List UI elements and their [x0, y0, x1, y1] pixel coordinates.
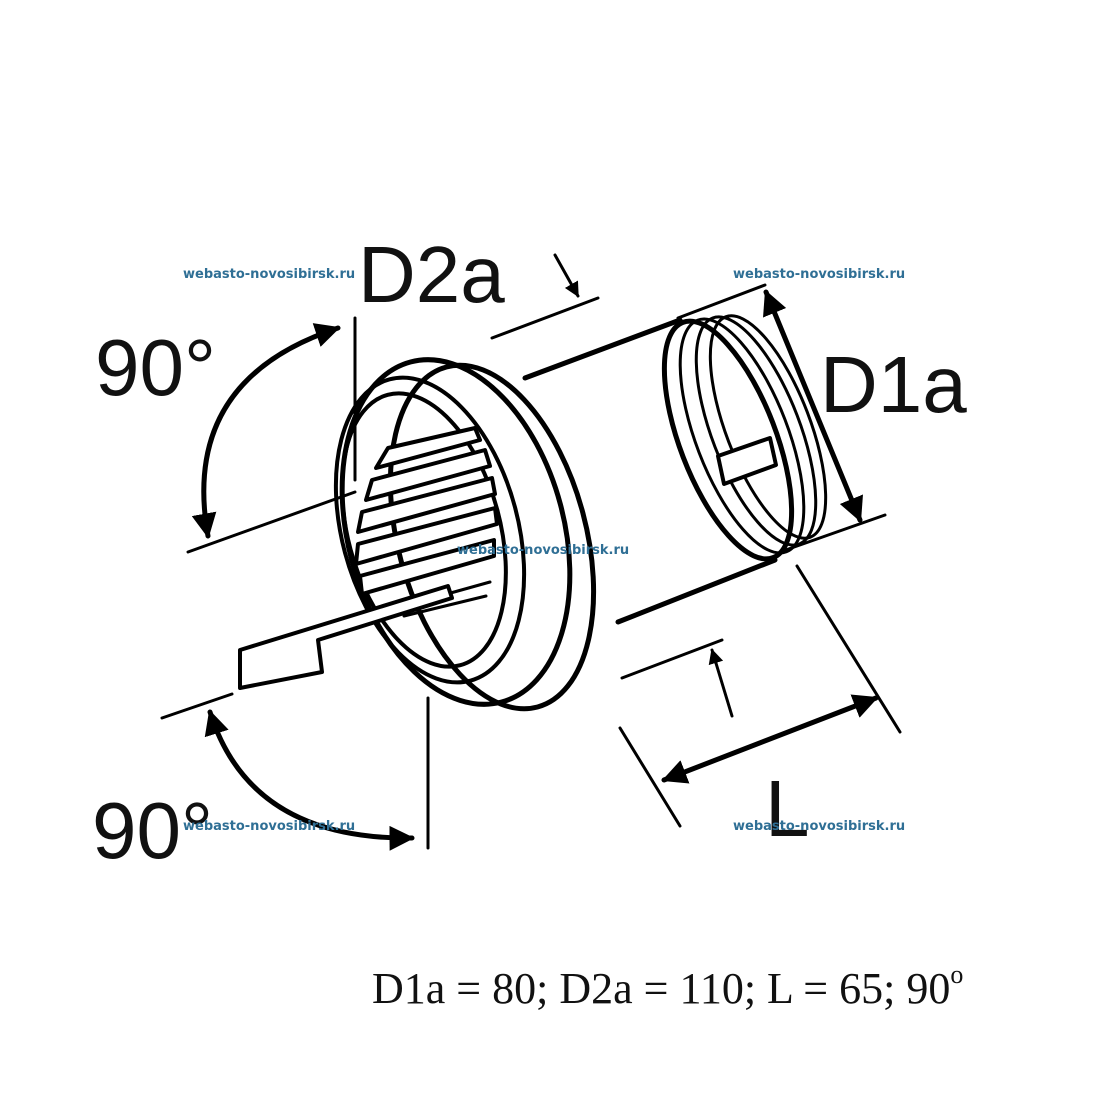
dimension-d2a: D2a: [353, 230, 600, 482]
louvre-grille: [354, 426, 499, 618]
spec-caption-text: D1a = 80; D2a = 110; L = 65; 90: [372, 964, 951, 1013]
clip-tab: [716, 436, 778, 486]
label-d1a: D1a: [820, 340, 967, 429]
spec-caption: D1a = 80; D2a = 110; L = 65; 90o: [372, 960, 963, 1014]
watermark-top-left: webasto-novosibirsk.ru: [183, 267, 355, 282]
watermark-center: webasto-novosibirsk.ru: [457, 543, 629, 558]
label-d2a: D2a: [358, 230, 505, 319]
watermark-bottom-right: webasto-novosibirsk.ru: [733, 819, 905, 834]
watermark-bottom-left: webasto-novosibirsk.ru: [183, 819, 355, 834]
degree-superscript: o: [950, 960, 964, 989]
dimension-length: L: [618, 564, 902, 853]
outlet-flange: [333, 357, 597, 712]
watermark-top-right: webasto-novosibirsk.ru: [733, 267, 905, 282]
label-length: L: [765, 764, 810, 853]
angle-bottom: 90°: [92, 692, 430, 875]
label-angle-top: 90°: [95, 323, 216, 412]
angle-top: 90°: [95, 323, 357, 554]
dimension-d1a: D1a: [676, 283, 967, 554]
label-angle-bottom: 90°: [92, 786, 213, 875]
